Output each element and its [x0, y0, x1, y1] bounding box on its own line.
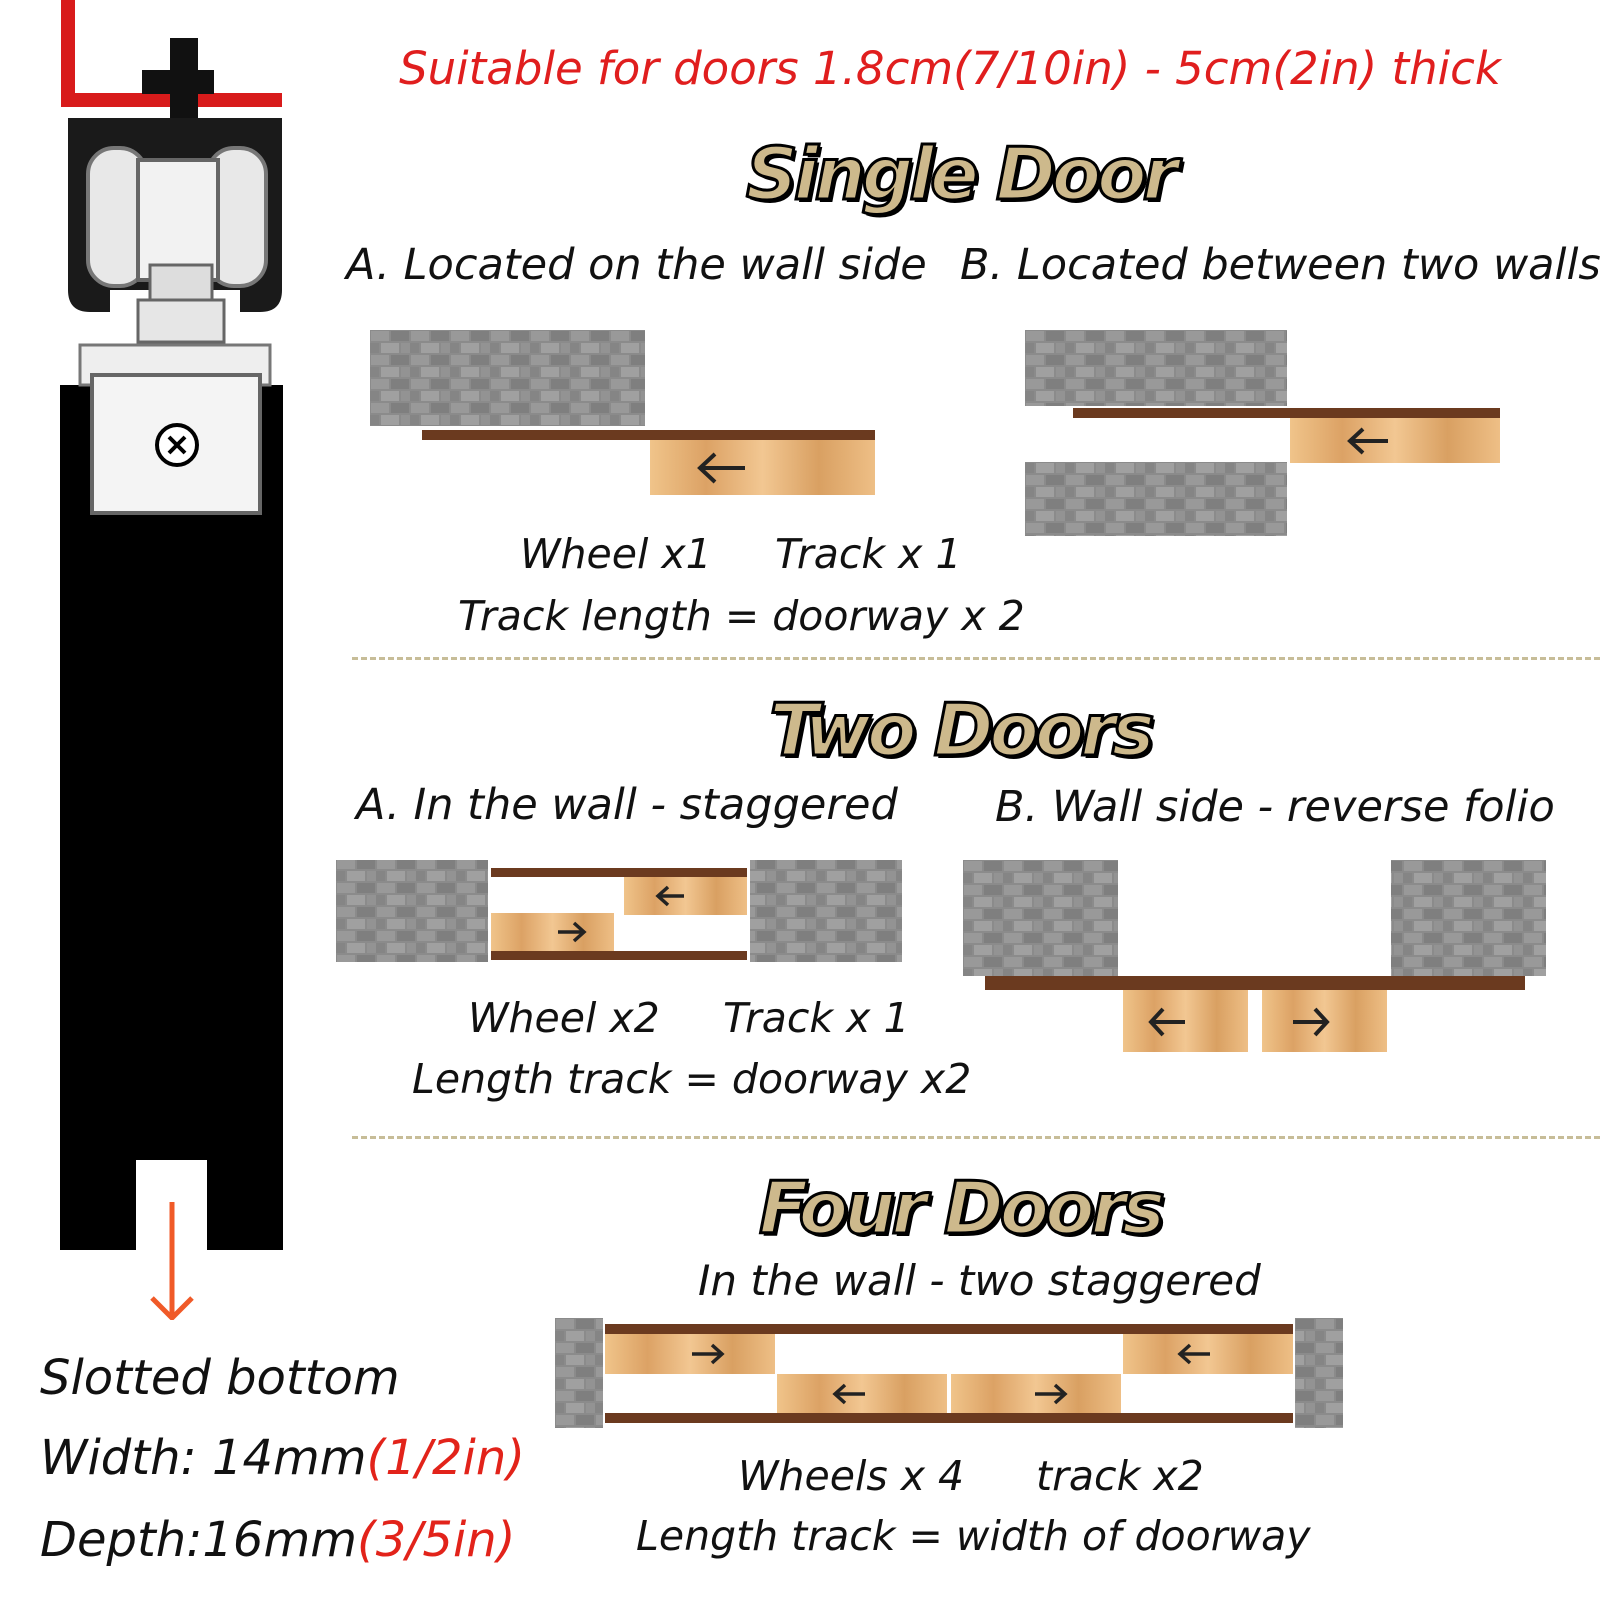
- arrow-right-icon: [1035, 1383, 1068, 1405]
- two-doors-wheel-count: Wheel x2: [468, 994, 660, 1042]
- two-doors-track-length: Length track = doorway x2: [412, 1055, 972, 1103]
- track: [422, 430, 875, 440]
- track-bottom: [491, 951, 747, 960]
- slot-depth-metric: Depth:16mm: [40, 1512, 357, 1568]
- door-leaf: [650, 440, 875, 495]
- arrow-left-icon: [832, 1383, 865, 1405]
- two-doors-option-a: A. In the wall - staggered: [356, 780, 898, 830]
- two-doors-heading: Two Doors: [768, 688, 1156, 772]
- arrow-left-icon: [1148, 1007, 1185, 1037]
- arrow-left-icon: [655, 885, 684, 907]
- wall-left: [336, 860, 488, 962]
- single-door-track-count: Track x 1: [775, 530, 962, 578]
- slot-width-spec: Width: 14mm(1/2in): [40, 1430, 525, 1486]
- arrow-right-icon: [558, 921, 587, 943]
- section-divider: [352, 1136, 1600, 1139]
- wall-left: [963, 860, 1118, 976]
- single-door-track-length: Track length = doorway x 2: [458, 592, 1025, 640]
- arrow-left-icon: [1347, 427, 1388, 455]
- track: [985, 976, 1525, 990]
- single-door-wall-side-diagram: [370, 330, 880, 500]
- track: [1073, 408, 1500, 418]
- track-top: [491, 868, 747, 877]
- section-divider: [352, 657, 1600, 660]
- slot-depth-spec: Depth:16mm(3/5in): [40, 1512, 515, 1568]
- four-doors-track-length: Length track = width of doorway: [636, 1512, 1311, 1560]
- hanger-roller-illustration: [0, 0, 320, 1320]
- slot-width-imperial: (1/2in): [366, 1430, 525, 1486]
- slotted-bottom-label: Slotted bottom: [40, 1350, 400, 1406]
- single-door-between-walls-diagram: [1025, 330, 1505, 540]
- two-doors-option-b: B. Wall side - reverse folio: [995, 782, 1555, 832]
- arrow-left-icon: [697, 452, 745, 484]
- four-doors-wheel-count: Wheels x 4: [738, 1452, 965, 1500]
- two-doors-staggered-diagram: [336, 858, 902, 968]
- screw-icon: [155, 423, 199, 467]
- door-panel: [60, 360, 283, 1250]
- door-leaf-left: [1123, 990, 1248, 1052]
- two-doors-reverse-folio-diagram: [963, 860, 1548, 1060]
- four-doors-track-count: track x2: [1036, 1452, 1204, 1500]
- arrow-right-icon: [692, 1343, 725, 1365]
- four-doors-staggered-diagram: [555, 1318, 1345, 1430]
- door-leaf: [1290, 418, 1500, 463]
- slot-depth-imperial: (3/5in): [356, 1512, 516, 1568]
- arrow-down-icon: [150, 1202, 194, 1320]
- single-door-option-a: A. Located on the wall side: [346, 240, 927, 290]
- four-doors-option: In the wall - two staggered: [698, 1256, 1261, 1305]
- wall: [370, 330, 645, 426]
- door-leaf: [491, 913, 614, 951]
- wall-bottom: [1025, 462, 1287, 536]
- track-profile: [61, 0, 282, 107]
- door-leaf: [605, 1334, 775, 1374]
- door-leaf: [624, 877, 747, 915]
- two-doors-track-count: Track x 1: [723, 994, 910, 1042]
- wall-left: [555, 1318, 603, 1428]
- slot-width-metric: Width: 14mm: [40, 1430, 367, 1486]
- wall-right: [750, 860, 902, 962]
- door-thickness-note: Suitable for doors 1.8cm(7/10in) - 5cm(2…: [399, 42, 1501, 95]
- arrow-left-icon: [1177, 1343, 1210, 1365]
- single-door-heading: Single Door: [744, 132, 1179, 216]
- wall-right: [1295, 1318, 1343, 1428]
- track-top: [605, 1324, 1293, 1334]
- four-doors-heading: Four Doors: [758, 1166, 1167, 1250]
- wall-top: [1025, 330, 1287, 406]
- arrow-right-icon: [1293, 1007, 1330, 1037]
- track-bottom: [605, 1413, 1293, 1423]
- single-door-wheel-count: Wheel x1: [520, 530, 712, 578]
- single-door-option-b: B. Located between two walls: [960, 240, 1600, 290]
- wall-right: [1391, 860, 1546, 976]
